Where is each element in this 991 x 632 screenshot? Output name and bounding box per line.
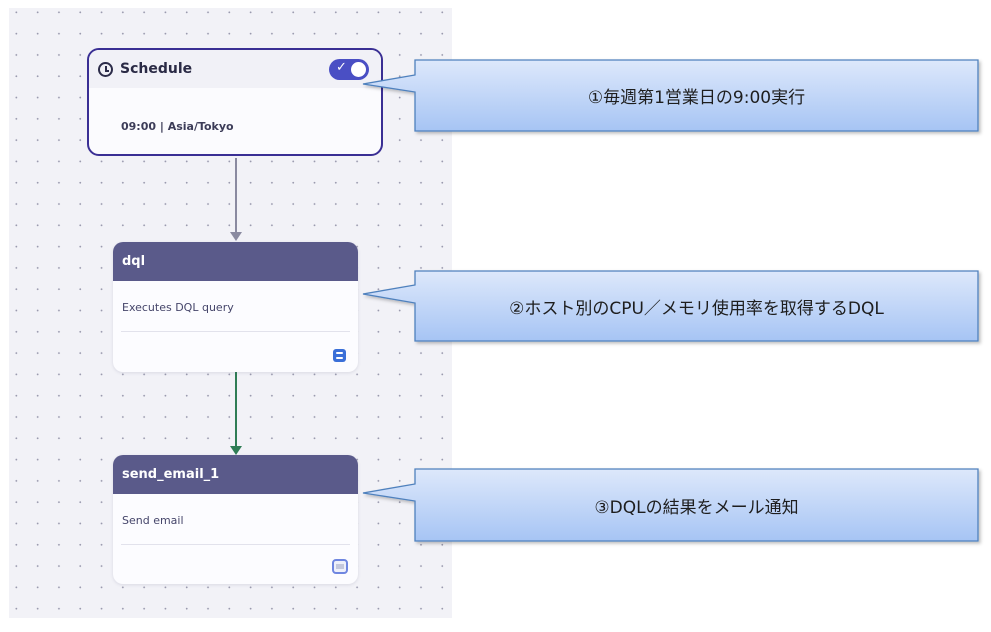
trigger-header: Schedule ✓ bbox=[89, 50, 381, 88]
edge-dql-to-send-email bbox=[235, 372, 237, 448]
task-footer bbox=[113, 332, 358, 372]
divider bbox=[121, 544, 350, 545]
task-description: Executes DQL query bbox=[122, 301, 234, 314]
trigger-enabled-toggle[interactable]: ✓ bbox=[329, 58, 369, 80]
arrow-head-icon bbox=[230, 232, 242, 241]
task-footer bbox=[113, 545, 358, 584]
task-title: dql bbox=[113, 242, 358, 281]
edge-schedule-to-dql bbox=[235, 158, 237, 234]
task-description: Send email bbox=[122, 514, 184, 527]
callout-dql: ②ホスト別のCPU／メモリ使用率を取得するDQL bbox=[509, 298, 884, 319]
trigger-title: Schedule bbox=[120, 61, 193, 77]
arrow-head-icon bbox=[230, 446, 242, 455]
callout-send-email: ③DQLの結果をメール通知 bbox=[594, 497, 799, 518]
divider bbox=[121, 331, 350, 332]
task-node-dql[interactable]: dql Executes DQL query bbox=[113, 242, 358, 372]
clock-icon bbox=[98, 61, 113, 77]
check-icon: ✓ bbox=[336, 59, 347, 75]
callout-schedule: ①毎週第1営業日の9:00実行 bbox=[587, 88, 806, 108]
email-app-icon bbox=[332, 559, 348, 574]
task-node-send-email[interactable]: send_email_1 Send email bbox=[113, 455, 358, 584]
schedule-trigger-node[interactable]: Schedule ✓ 09:00 | Asia/Tokyo bbox=[87, 48, 383, 156]
dql-app-icon bbox=[333, 349, 346, 362]
task-title: send_email_1 bbox=[113, 455, 358, 494]
schedule-text: 09:00 | Asia/Tokyo bbox=[121, 120, 234, 133]
toggle-knob bbox=[351, 61, 366, 77]
